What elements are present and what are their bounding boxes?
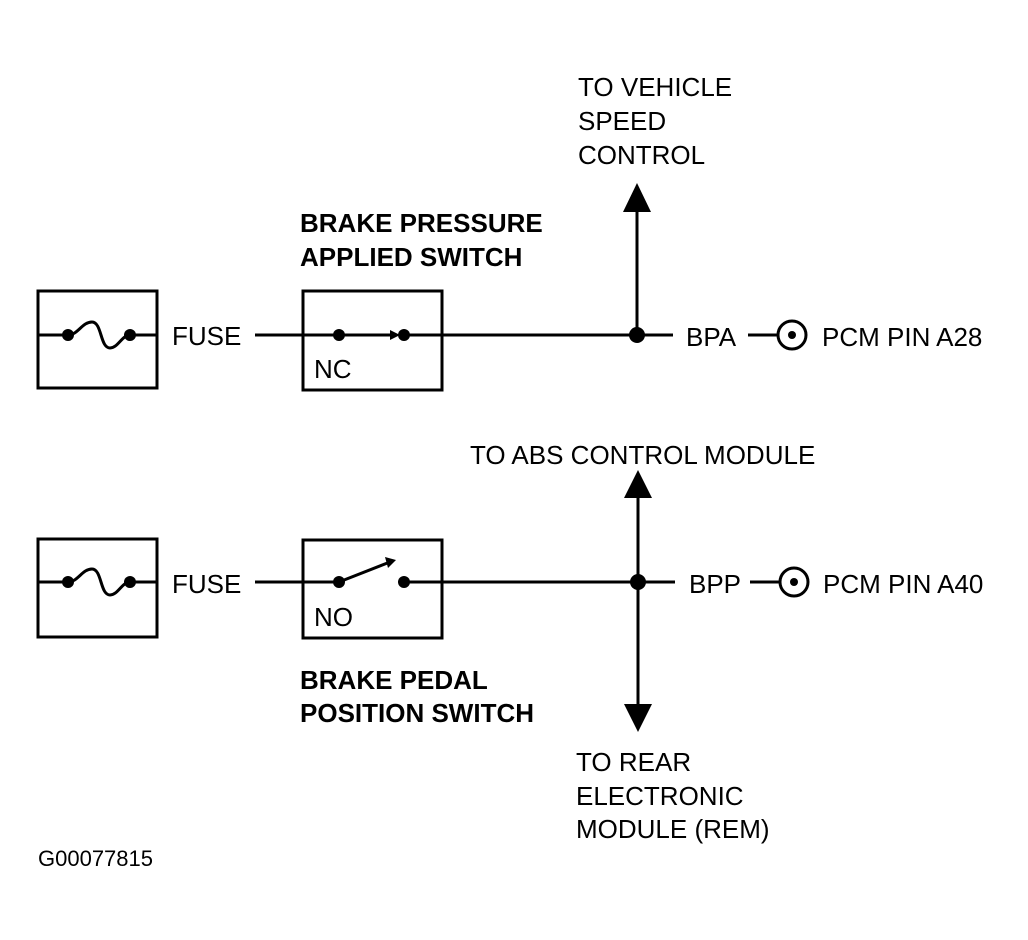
fuse-label: FUSE [172, 321, 241, 351]
destination-label: ELECTRONIC [576, 781, 744, 811]
fuse-label: FUSE [172, 569, 241, 599]
destination-label: TO ABS CONTROL MODULE [470, 440, 815, 470]
figure-id: G00077815 [38, 846, 153, 871]
switch-state-label: NC [314, 354, 352, 384]
fuse-icon [36, 537, 159, 639]
arrow-down-icon [624, 704, 652, 732]
pcm-pin-label: PCM PIN A40 [823, 569, 983, 599]
destination-label: TO REAR [576, 747, 691, 777]
circuit-brake-pedal-position: FUSE NO BRAKE PEDAL POSITION SWITCH TO A… [36, 440, 983, 844]
switch-title: APPLIED SWITCH [300, 242, 522, 272]
connector-pin-icon [776, 319, 808, 351]
switch-state-label: NO [314, 602, 353, 632]
switch-title: POSITION SWITCH [300, 698, 534, 728]
arrow-up-icon [623, 183, 651, 212]
signal-label: BPP [689, 569, 741, 599]
destination-label: TO VEHICLE [578, 72, 732, 102]
switch-normally-closed-icon [301, 289, 444, 392]
switch-normally-open-icon [301, 538, 444, 640]
pcm-pin-label: PCM PIN A28 [822, 322, 982, 352]
destination-label: MODULE (REM) [576, 814, 770, 844]
destination-label: SPEED [578, 106, 666, 136]
fuse-icon [36, 289, 159, 390]
switch-title: BRAKE PEDAL [300, 665, 488, 695]
circuit-brake-pressure-applied: FUSE BRAKE PRESSURE APPLIED SWITCH NC TO… [36, 72, 982, 392]
arrow-up-icon [624, 470, 652, 498]
destination-label: CONTROL [578, 140, 705, 170]
switch-title: BRAKE PRESSURE [300, 208, 543, 238]
connector-pin-icon [778, 566, 810, 598]
signal-label: BPA [686, 322, 737, 352]
